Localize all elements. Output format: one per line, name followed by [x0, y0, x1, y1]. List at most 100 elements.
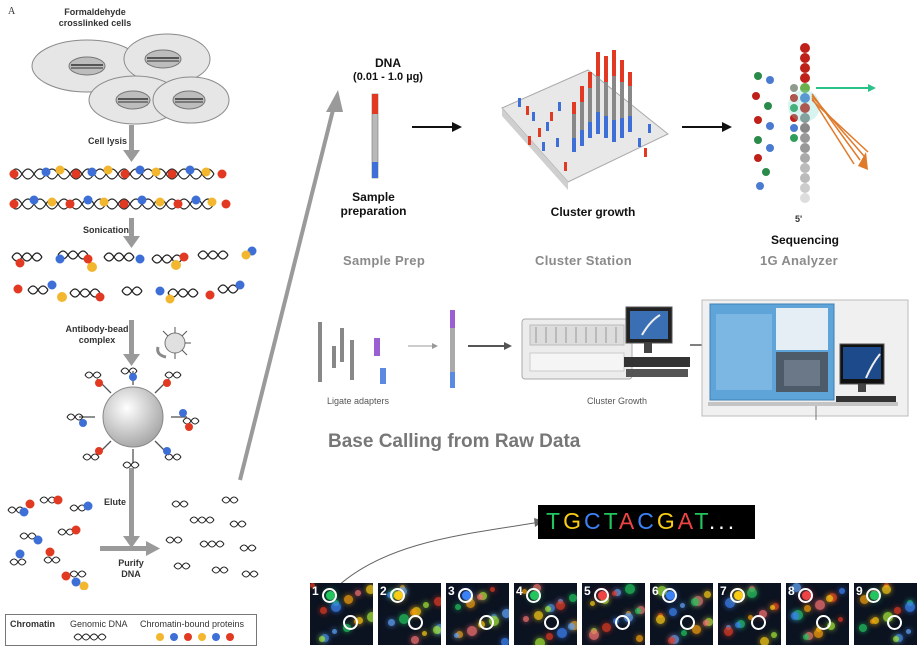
- highlight-ring: [751, 615, 766, 630]
- legend-swatches: [73, 633, 234, 641]
- purify-label: Purify DNA: [118, 558, 144, 579]
- cluster-dot: [612, 591, 617, 596]
- cluster-dot: [803, 634, 809, 640]
- cluster-dot: [557, 628, 567, 638]
- cluster-dot: [319, 636, 325, 642]
- ligation-fragments: [318, 310, 455, 388]
- cycle-image-tile: 5: [582, 583, 645, 645]
- cluster-dot: [838, 617, 843, 622]
- cycle-image-tile: 3: [446, 583, 509, 645]
- chromatin-strands: [9, 165, 231, 210]
- highlight-ring: [680, 615, 695, 630]
- cluster-dot: [523, 616, 529, 622]
- formaldehyde-label: Formaldehyde crosslinked cells: [58, 7, 132, 28]
- cluster-dot: [310, 583, 315, 588]
- highlight-ring: [408, 615, 423, 630]
- highlight-ring: [526, 588, 541, 603]
- cluster-dot: [668, 637, 675, 644]
- sequence-base: C: [637, 508, 657, 534]
- cluster-growth-caption: Cluster growth: [550, 205, 636, 219]
- cluster-dot: [355, 590, 361, 596]
- cluster-dot: [635, 608, 641, 614]
- sequence-base: T: [546, 508, 564, 534]
- cluster-dot: [501, 638, 509, 645]
- legend-box: [5, 614, 257, 646]
- cluster-dot: [569, 594, 577, 602]
- sequencing-illustration: [752, 43, 876, 203]
- highlight-ring: [662, 588, 677, 603]
- cluster-dot: [872, 617, 879, 624]
- base-calling-title: Base Calling from Raw Data: [328, 431, 581, 452]
- cluster-dot: [434, 597, 441, 606]
- base-calling-arrow: [337, 518, 544, 587]
- cluster-dot: [791, 612, 799, 620]
- cluster-dot: [556, 601, 565, 610]
- cluster-dot: [422, 631, 427, 636]
- arrow-to-cluster-station: [468, 342, 512, 350]
- cycle-image-tile: 8: [786, 583, 849, 645]
- cluster-dot: [410, 609, 417, 616]
- sequence-base: T: [694, 508, 709, 534]
- cluster-dot: [691, 598, 699, 606]
- cycle-number: 5: [584, 584, 591, 598]
- cluster-dot: [367, 612, 373, 622]
- cycle-number: 8: [788, 584, 795, 598]
- cluster-dot: [737, 620, 745, 628]
- cluster-dot: [545, 606, 551, 612]
- cluster-dot: [747, 588, 757, 598]
- cycle-number: 7: [720, 584, 727, 598]
- cluster-dot: [669, 608, 677, 616]
- crosslinked-cells: [31, 33, 230, 125]
- cluster-dot: [502, 609, 509, 618]
- genome-analyzer-instrument: [701, 299, 909, 420]
- dna-amount: (0.01 - 1.0 µg): [353, 71, 423, 83]
- section-analyzer: 1G Analyzer: [760, 253, 838, 268]
- highlight-ring: [615, 615, 630, 630]
- cluster-dot: [467, 626, 477, 636]
- highlight-ring: [479, 615, 494, 630]
- cycle-number: 6: [652, 584, 659, 598]
- cluster-dot: [759, 610, 767, 618]
- cluster-dot: [423, 602, 429, 608]
- highlight-ring: [798, 588, 813, 603]
- highlight-ring: [816, 615, 831, 630]
- cluster-dot: [568, 623, 575, 630]
- cycle-image-tile: 4: [514, 583, 577, 645]
- cluster-dot: [454, 633, 459, 638]
- cluster-dot: [724, 627, 733, 636]
- cycle-number: 1: [312, 584, 319, 598]
- sequence-base: G: [656, 508, 678, 534]
- highlight-ring: [594, 588, 609, 603]
- workflow-arrows: [100, 125, 160, 556]
- cluster-dot: [760, 637, 769, 645]
- cluster-dot: [332, 629, 337, 634]
- highlight-ring: [343, 615, 358, 630]
- cluster-dot: [827, 622, 835, 630]
- legend-genomic: Genomic DNA: [70, 619, 128, 629]
- cluster-dot: [725, 598, 735, 608]
- cluster-growth-label: Cluster Growth: [587, 396, 648, 406]
- cycle-image-tile: 2: [378, 583, 441, 645]
- highlight-ring: [458, 588, 473, 603]
- highlight-ring: [887, 615, 902, 630]
- five-prime-label: 5': [795, 214, 803, 224]
- cluster-dot: [814, 629, 823, 638]
- cycle-number: 9: [856, 584, 863, 598]
- cluster-dot: [893, 636, 899, 642]
- cluster-dot: [656, 615, 665, 624]
- sequencing-caption: Sequencing: [770, 233, 839, 247]
- ligate-adapters-label: Ligate adapters: [327, 396, 390, 406]
- cycle-image-tile: 9: [854, 583, 917, 645]
- sheared-fragments: [11, 246, 257, 304]
- cluster-dot: [681, 630, 687, 636]
- cluster-dot: [704, 591, 711, 598]
- panel-letter: A: [8, 6, 16, 17]
- sequence-base: A: [618, 508, 638, 534]
- cluster-dot: [456, 631, 463, 638]
- cluster-dot: [792, 583, 801, 592]
- cycle-number: 2: [380, 584, 387, 598]
- cycle-number: 3: [448, 584, 455, 598]
- cluster-dot: [366, 585, 373, 594]
- cluster-dot: [477, 594, 483, 600]
- cluster-dot: [479, 592, 487, 600]
